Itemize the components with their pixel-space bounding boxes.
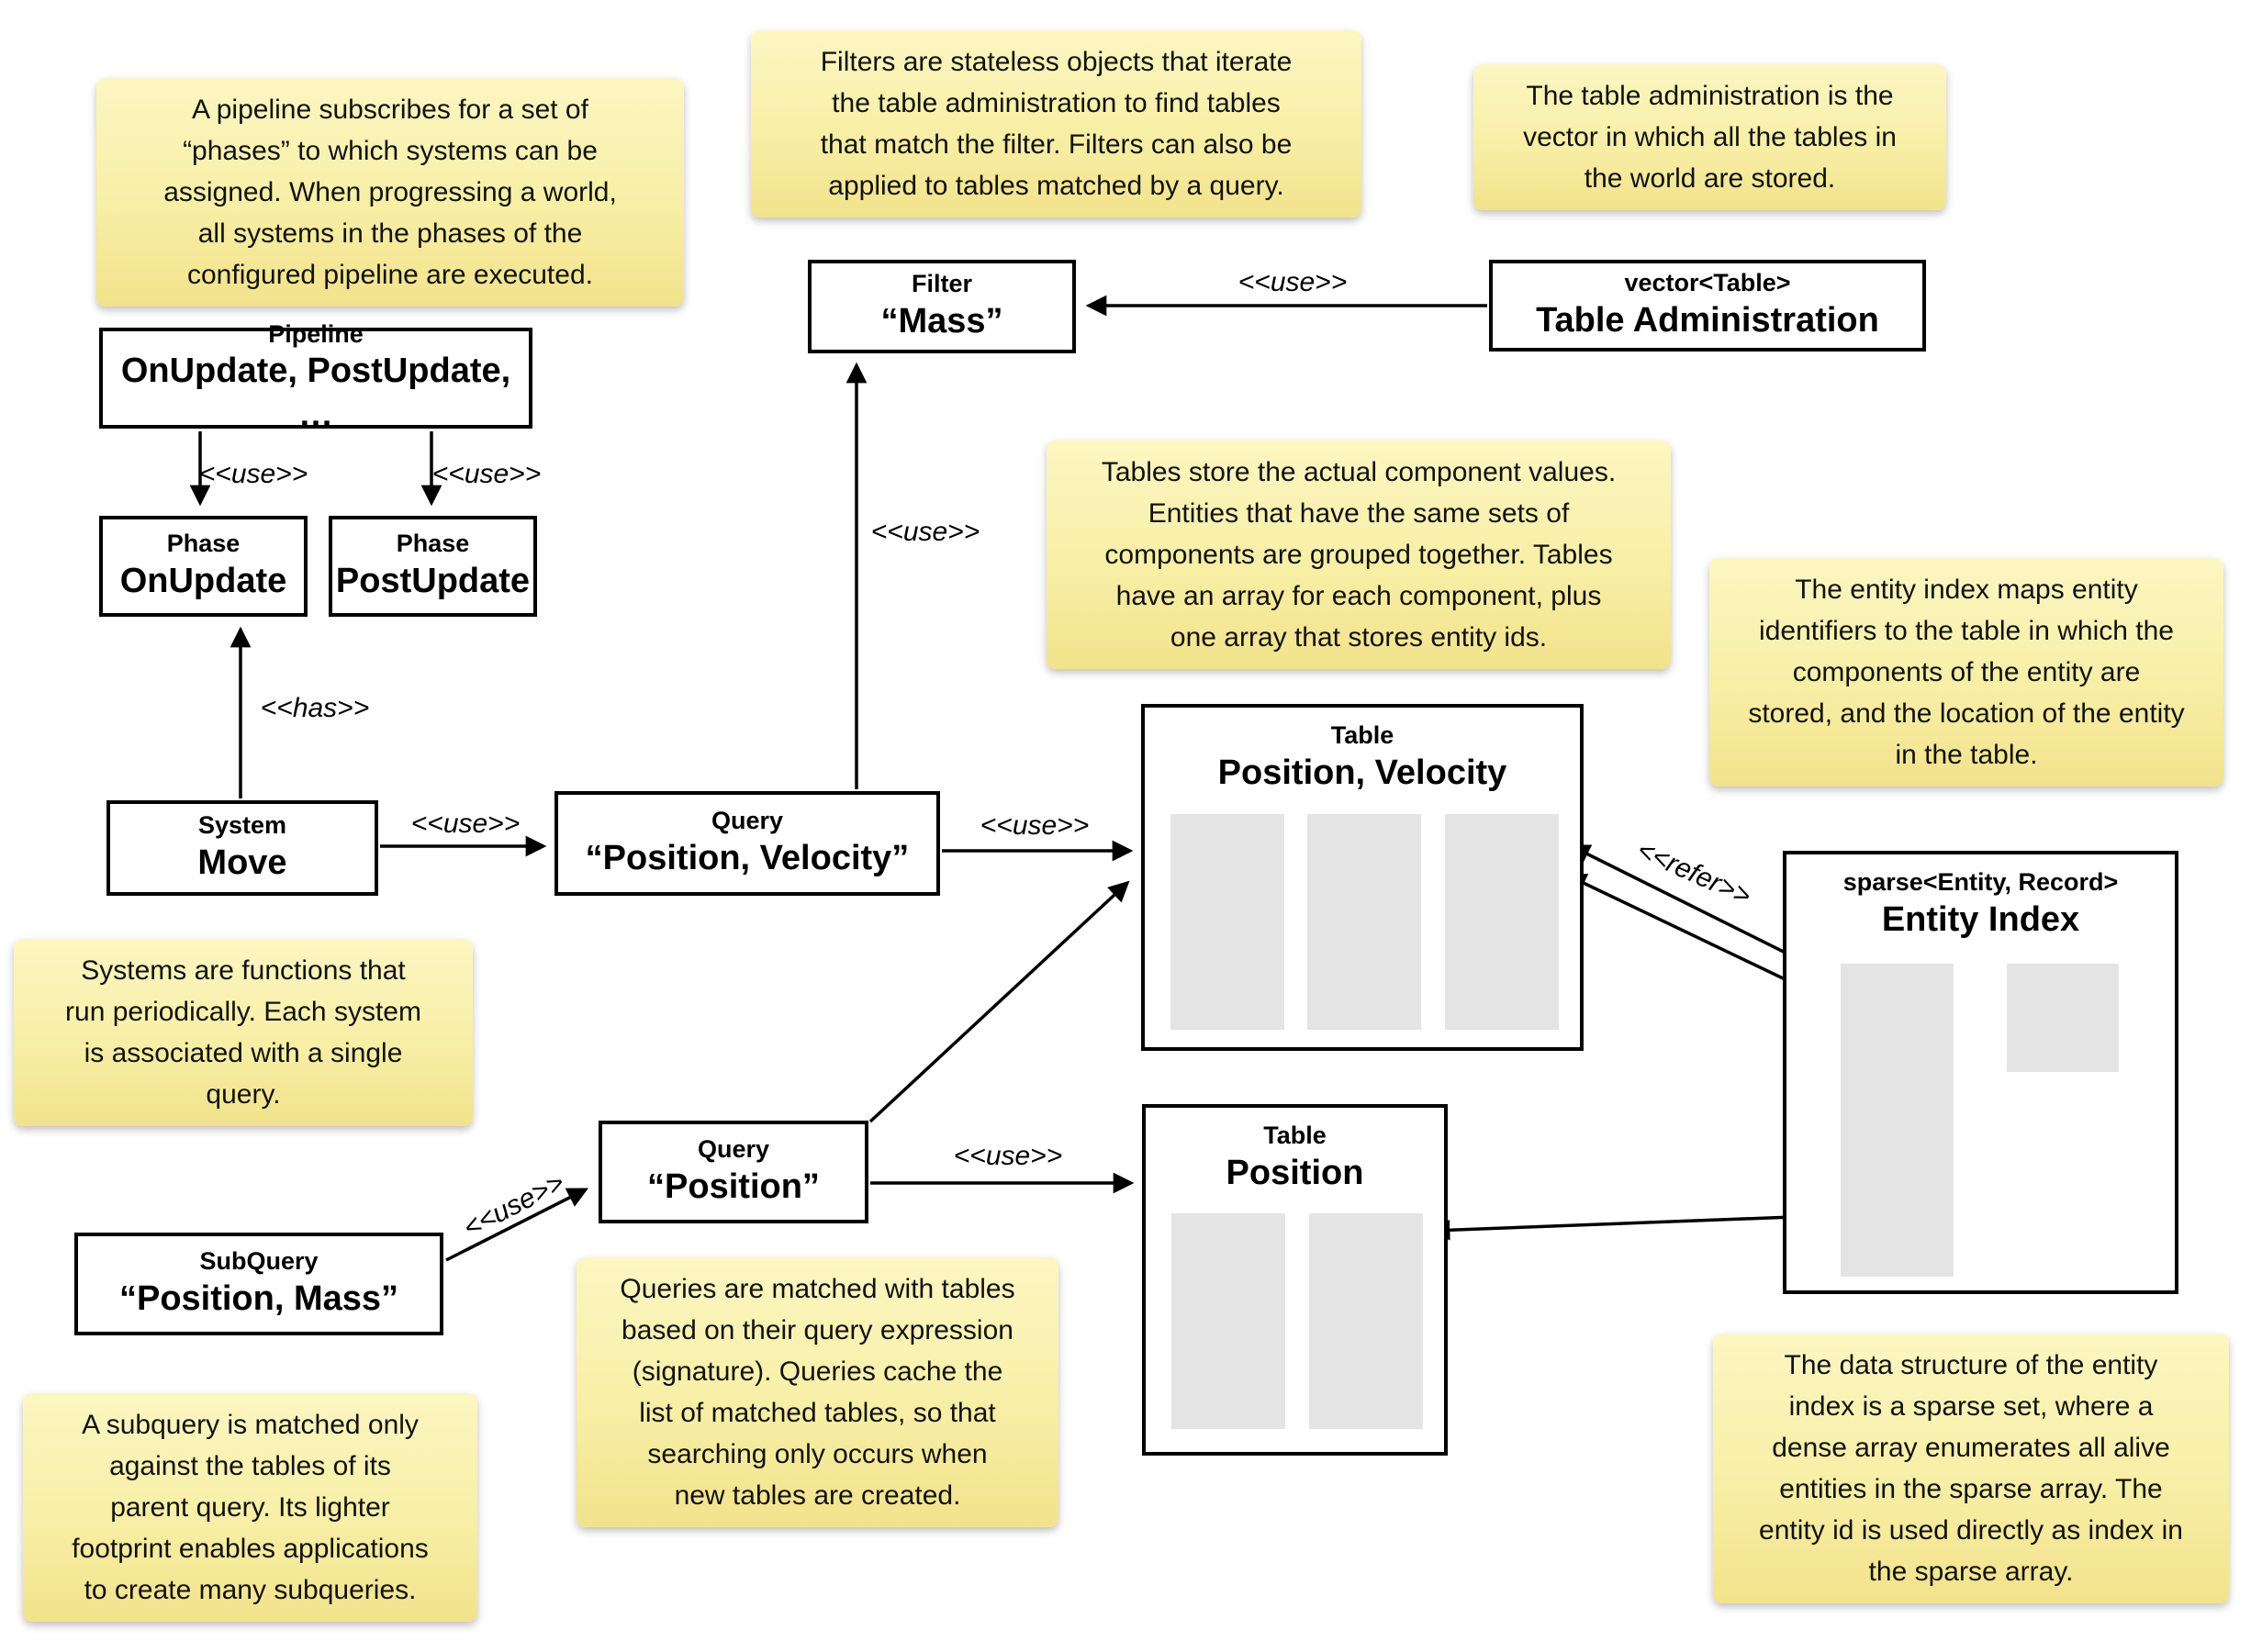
note-filters: Filters are stateless objects that itera… (751, 30, 1361, 218)
node-entity-index-name: Entity Index (1881, 899, 2080, 939)
node-phase-postupdate-name: PostUpdate (335, 562, 531, 601)
node-pipeline-stereotype: Pipeline (268, 319, 364, 348)
arrow-queryp-to-tablepv (868, 880, 1130, 1123)
node-pipeline-name: OnUpdate, PostUpdate, … (120, 352, 511, 434)
component-array (1170, 814, 1284, 1030)
node-query-position-velocity-stereotype: Query (711, 807, 784, 835)
label-refer-entityindex-table: <<refer>> (1632, 834, 1756, 912)
node-phase-postupdate: Phase PostUpdate (329, 516, 537, 617)
node-subquery: SubQuery “Position, Mass” (74, 1233, 443, 1335)
node-query-position-velocity: Query “Position, Velocity” (554, 791, 940, 896)
note-subquery: A subquery is matched only against the t… (23, 1393, 477, 1622)
component-array (1171, 1213, 1285, 1429)
note-queries: Queries are matched with tables based on… (577, 1257, 1058, 1527)
node-table-position-velocity: Table Position, Velocity (1141, 704, 1584, 1051)
node-table-administration-name: Table Administration (1536, 301, 1879, 340)
node-filter: Filter “Mass” (808, 260, 1076, 353)
note-table-administration: The table administration is the vector i… (1473, 64, 1946, 210)
label-has-system-phase: <<has>> (260, 693, 370, 723)
node-filter-stereotype: Filter (911, 270, 972, 298)
node-query-position-stereotype: Query (697, 1135, 770, 1164)
arrow-entityindex-to-tablep (1428, 1213, 1842, 1241)
label-use-query-filter: <<use>> (870, 517, 980, 547)
node-subquery-name: “Position, Mass” (118, 1279, 399, 1319)
node-system-move: System Move (106, 800, 378, 896)
label-use-querypv-tablepv: <<use>> (980, 810, 1090, 841)
label-use-pipeline-postupdate: <<use>> (431, 459, 542, 489)
node-query-position: Query “Position” (599, 1121, 868, 1223)
label-use-queryp-tablep: <<use>> (953, 1141, 1063, 1171)
component-array (1445, 814, 1559, 1030)
note-systems: Systems are functions that run periodica… (14, 939, 473, 1126)
node-table-position-velocity-name: Position, Velocity (1217, 753, 1507, 792)
node-entity-index-stereotype: sparse<Entity, Record> (1842, 868, 2119, 896)
node-system-move-stereotype: System (197, 811, 287, 840)
node-table-position-name: Position (1226, 1153, 1364, 1192)
sparse-array (1841, 964, 1954, 1277)
node-phase-onupdate: Phase OnUpdate (99, 516, 308, 617)
node-table-position: Table Position (1142, 1104, 1448, 1456)
node-subquery-stereotype: SubQuery (199, 1247, 319, 1276)
node-query-position-name: “Position” (647, 1167, 820, 1207)
node-phase-postupdate-stereotype: Phase (396, 530, 470, 558)
component-array (1309, 1213, 1423, 1429)
note-entity-index: The entity index maps entity identifiers… (1709, 558, 2223, 787)
node-table-position-stereotype: Table (1263, 1122, 1327, 1149)
node-query-position-velocity-name: “Position, Velocity” (585, 839, 910, 878)
component-array (1307, 814, 1421, 1030)
label-use-pipeline-onupdate: <<use>> (198, 459, 308, 489)
label-use-subquery-queryp: <<use>> (458, 1166, 570, 1245)
node-table-administration-stereotype: vector<Table> (1624, 269, 1791, 297)
node-entity-index: sparse<Entity, Record> Entity Index (1783, 851, 2178, 1294)
label-use-system-query: <<use>> (410, 809, 521, 839)
dense-array (2007, 964, 2119, 1072)
node-filter-name: “Mass” (880, 302, 1003, 341)
label-use-admin-filter: <<use>> (1237, 267, 1348, 297)
node-table-administration: vector<Table> Table Administration (1489, 260, 1926, 352)
note-tables: Tables store the actual component values… (1047, 441, 1671, 669)
node-phase-onupdate-name: OnUpdate (119, 562, 287, 601)
node-pipeline: Pipeline OnUpdate, PostUpdate, … (99, 320, 532, 434)
node-system-move-name: Move (197, 843, 287, 883)
note-pipeline: A pipeline subscribes for a set of “phas… (96, 78, 684, 307)
node-table-position-velocity-stereotype: Table (1330, 721, 1394, 749)
node-phase-onupdate-stereotype: Phase (166, 530, 241, 558)
note-sparse-set: The data structure of the entity index i… (1713, 1334, 2229, 1603)
